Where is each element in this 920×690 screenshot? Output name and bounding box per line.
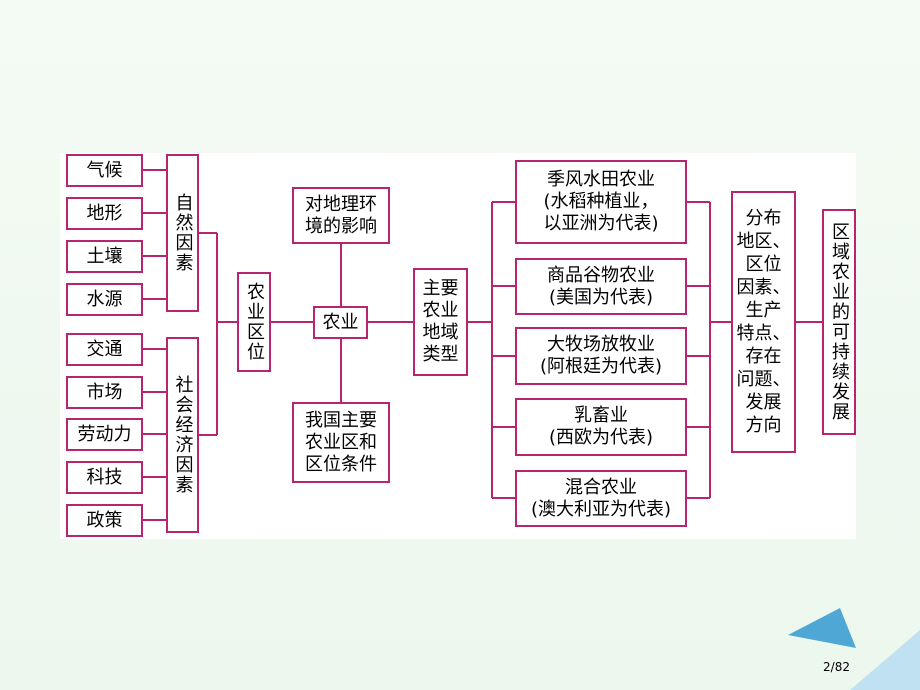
- factor-soil: 土壤: [66, 240, 143, 273]
- sustainable-development: 区域农业的可持续发展: [822, 209, 856, 435]
- type-commercial-grain: 商品谷物农业 (美国为代表): [515, 258, 687, 315]
- factor-climate: 气候: [66, 154, 143, 187]
- impact-on-environment: 对地理环 境的影响: [292, 187, 390, 244]
- type-mixed-farming: 混合农业 (澳大利亚为代表): [515, 470, 687, 527]
- factor-transport: 交通: [66, 333, 143, 366]
- type-ranching: 大牧场放牧业 (阿根廷为代表): [515, 327, 687, 385]
- factor-technology: 科技: [66, 461, 143, 494]
- main-agricultural-types: 主要 农业 地域 类型: [413, 268, 468, 376]
- socioeconomic-factors-label: 社会经济因素: [166, 337, 199, 533]
- corner-dark-triangle: [788, 608, 856, 648]
- type-dairy: 乳畜业 (西欧为代表): [515, 398, 687, 456]
- factor-policy: 政策: [66, 504, 143, 537]
- natural-factors-label: 自然因素: [166, 154, 199, 312]
- china-agricultural-regions: 我国主要 农业区和 区位条件: [292, 402, 390, 483]
- factor-water: 水源: [66, 283, 143, 316]
- corner-light-triangle: [850, 630, 920, 690]
- factor-terrain: 地形: [66, 197, 143, 230]
- type-monsoon-paddy: 季风水田农业 (水稻种植业， 以亚洲为代表): [515, 160, 687, 244]
- corner-decoration: [788, 608, 920, 690]
- factor-market: 市场: [66, 376, 143, 409]
- agriculture-center: 农业: [313, 306, 368, 339]
- aspects-box: 分布 地区、 区位 因素、 生产 特点、 存在 问题、 发展 方向: [731, 191, 796, 453]
- page-number: 2/82: [823, 660, 850, 674]
- agricultural-location: 农业区位: [237, 272, 271, 372]
- factor-labor: 劳动力: [66, 418, 143, 451]
